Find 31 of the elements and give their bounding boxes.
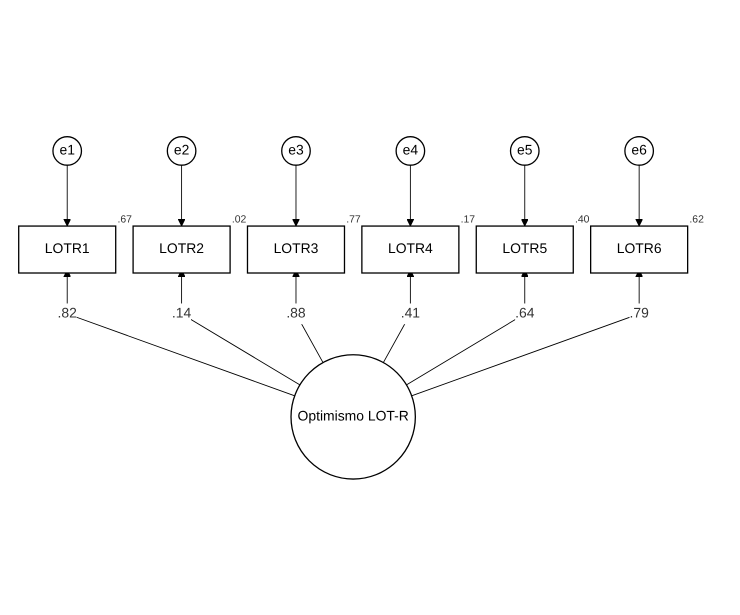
loading-value: .77	[346, 214, 361, 226]
node-box: LOTR3	[246, 225, 346, 274]
node-circle: e1	[52, 136, 82, 166]
loading-value: .62	[689, 214, 704, 226]
edge-label: .79	[629, 306, 649, 320]
node-circle: Optimismo LOT-R	[290, 354, 416, 480]
loading-value: .67	[117, 214, 132, 226]
edge-label: .82	[58, 306, 77, 320]
node-circle: e3	[281, 136, 311, 166]
node-box: LOTR2	[132, 225, 231, 274]
arrow	[635, 164, 643, 226]
node-box: LOTR1	[18, 225, 116, 274]
node-circle: e2	[166, 136, 196, 166]
node-circle: e4	[395, 136, 426, 166]
node-box: LOTR4	[361, 225, 460, 274]
node-box: LOTR6	[590, 225, 688, 274]
edge-label: .88	[286, 306, 306, 320]
node-circle: e5	[510, 136, 540, 166]
arrow	[406, 164, 414, 226]
loading-value: .02	[232, 214, 246, 226]
loading-value: .40	[575, 214, 590, 226]
loading-value: .17	[460, 214, 476, 226]
node-circle: e6	[624, 136, 654, 166]
edge-label: .14	[172, 306, 192, 320]
arrow	[63, 164, 72, 226]
node-box: LOTR5	[476, 225, 574, 274]
arrow	[520, 164, 529, 226]
edge-label: .41	[400, 306, 420, 320]
edge-label: .64	[515, 306, 534, 320]
arrow	[178, 164, 186, 226]
arrow	[292, 164, 300, 226]
